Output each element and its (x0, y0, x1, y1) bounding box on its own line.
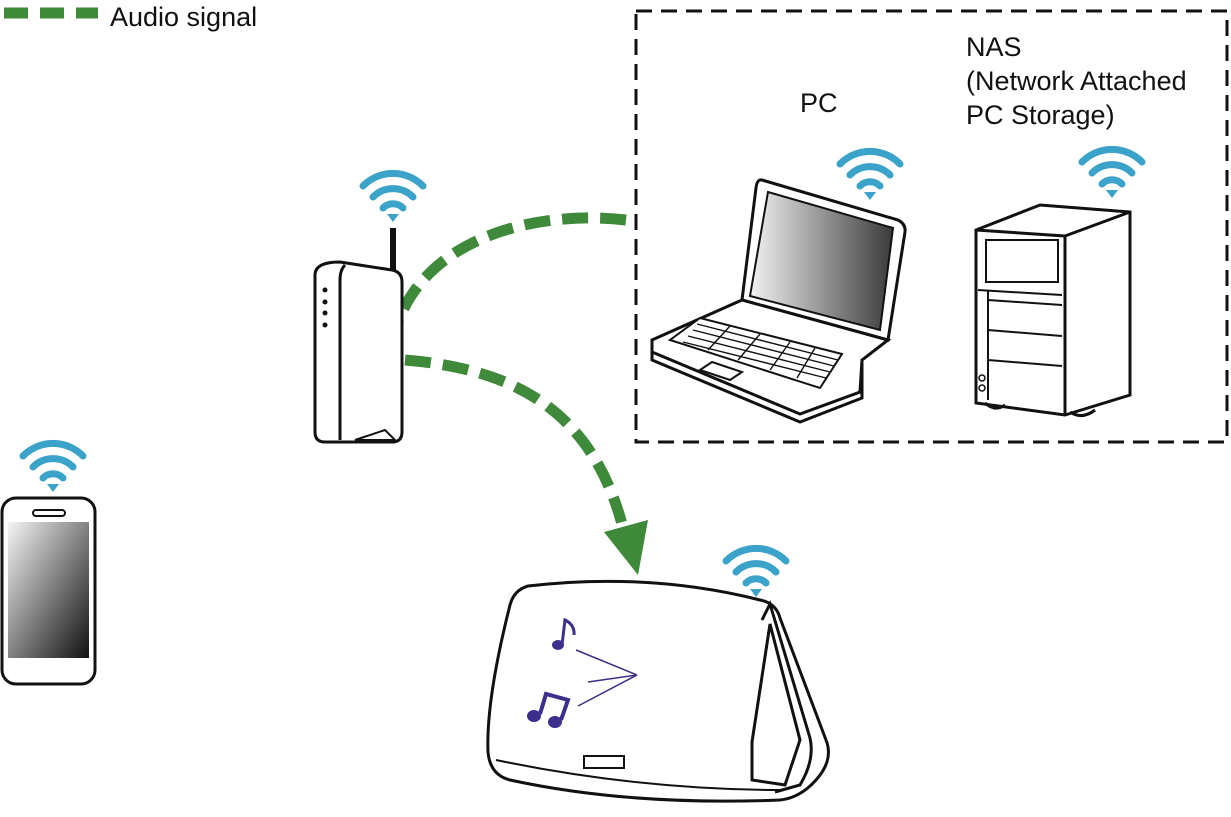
pc-wifi-icon (840, 151, 900, 200)
router-icon (313, 228, 404, 444)
pc-label: PC (800, 88, 838, 118)
laptop-pc-icon (650, 178, 907, 424)
router-wifi-icon (363, 173, 423, 222)
legend-label: Audio signal (110, 2, 258, 32)
nas-storage-icon (974, 203, 1132, 417)
nas-wifi-icon (1082, 149, 1142, 198)
network-storage-box (634, 9, 1229, 444)
smartphone-wifi-icon (23, 443, 83, 492)
wireless-speaker-icon (486, 579, 830, 803)
smartphone-icon (0, 496, 97, 686)
music-notes-icon (527, 617, 638, 728)
audio-signal-arrowhead (604, 520, 648, 575)
nas-label-line-2: (Network Attached (966, 66, 1187, 96)
speaker-wifi-icon (726, 548, 786, 597)
nas-label-line-3: PC Storage) (966, 100, 1115, 130)
nas-label-line-1: NAS (966, 32, 1022, 62)
audio-signal-path-pc-to-router (392, 212, 627, 324)
nas-label: NAS (Network Attached PC Storage) (966, 30, 1187, 132)
audio-signal-path-router-to-speaker (404, 354, 629, 530)
